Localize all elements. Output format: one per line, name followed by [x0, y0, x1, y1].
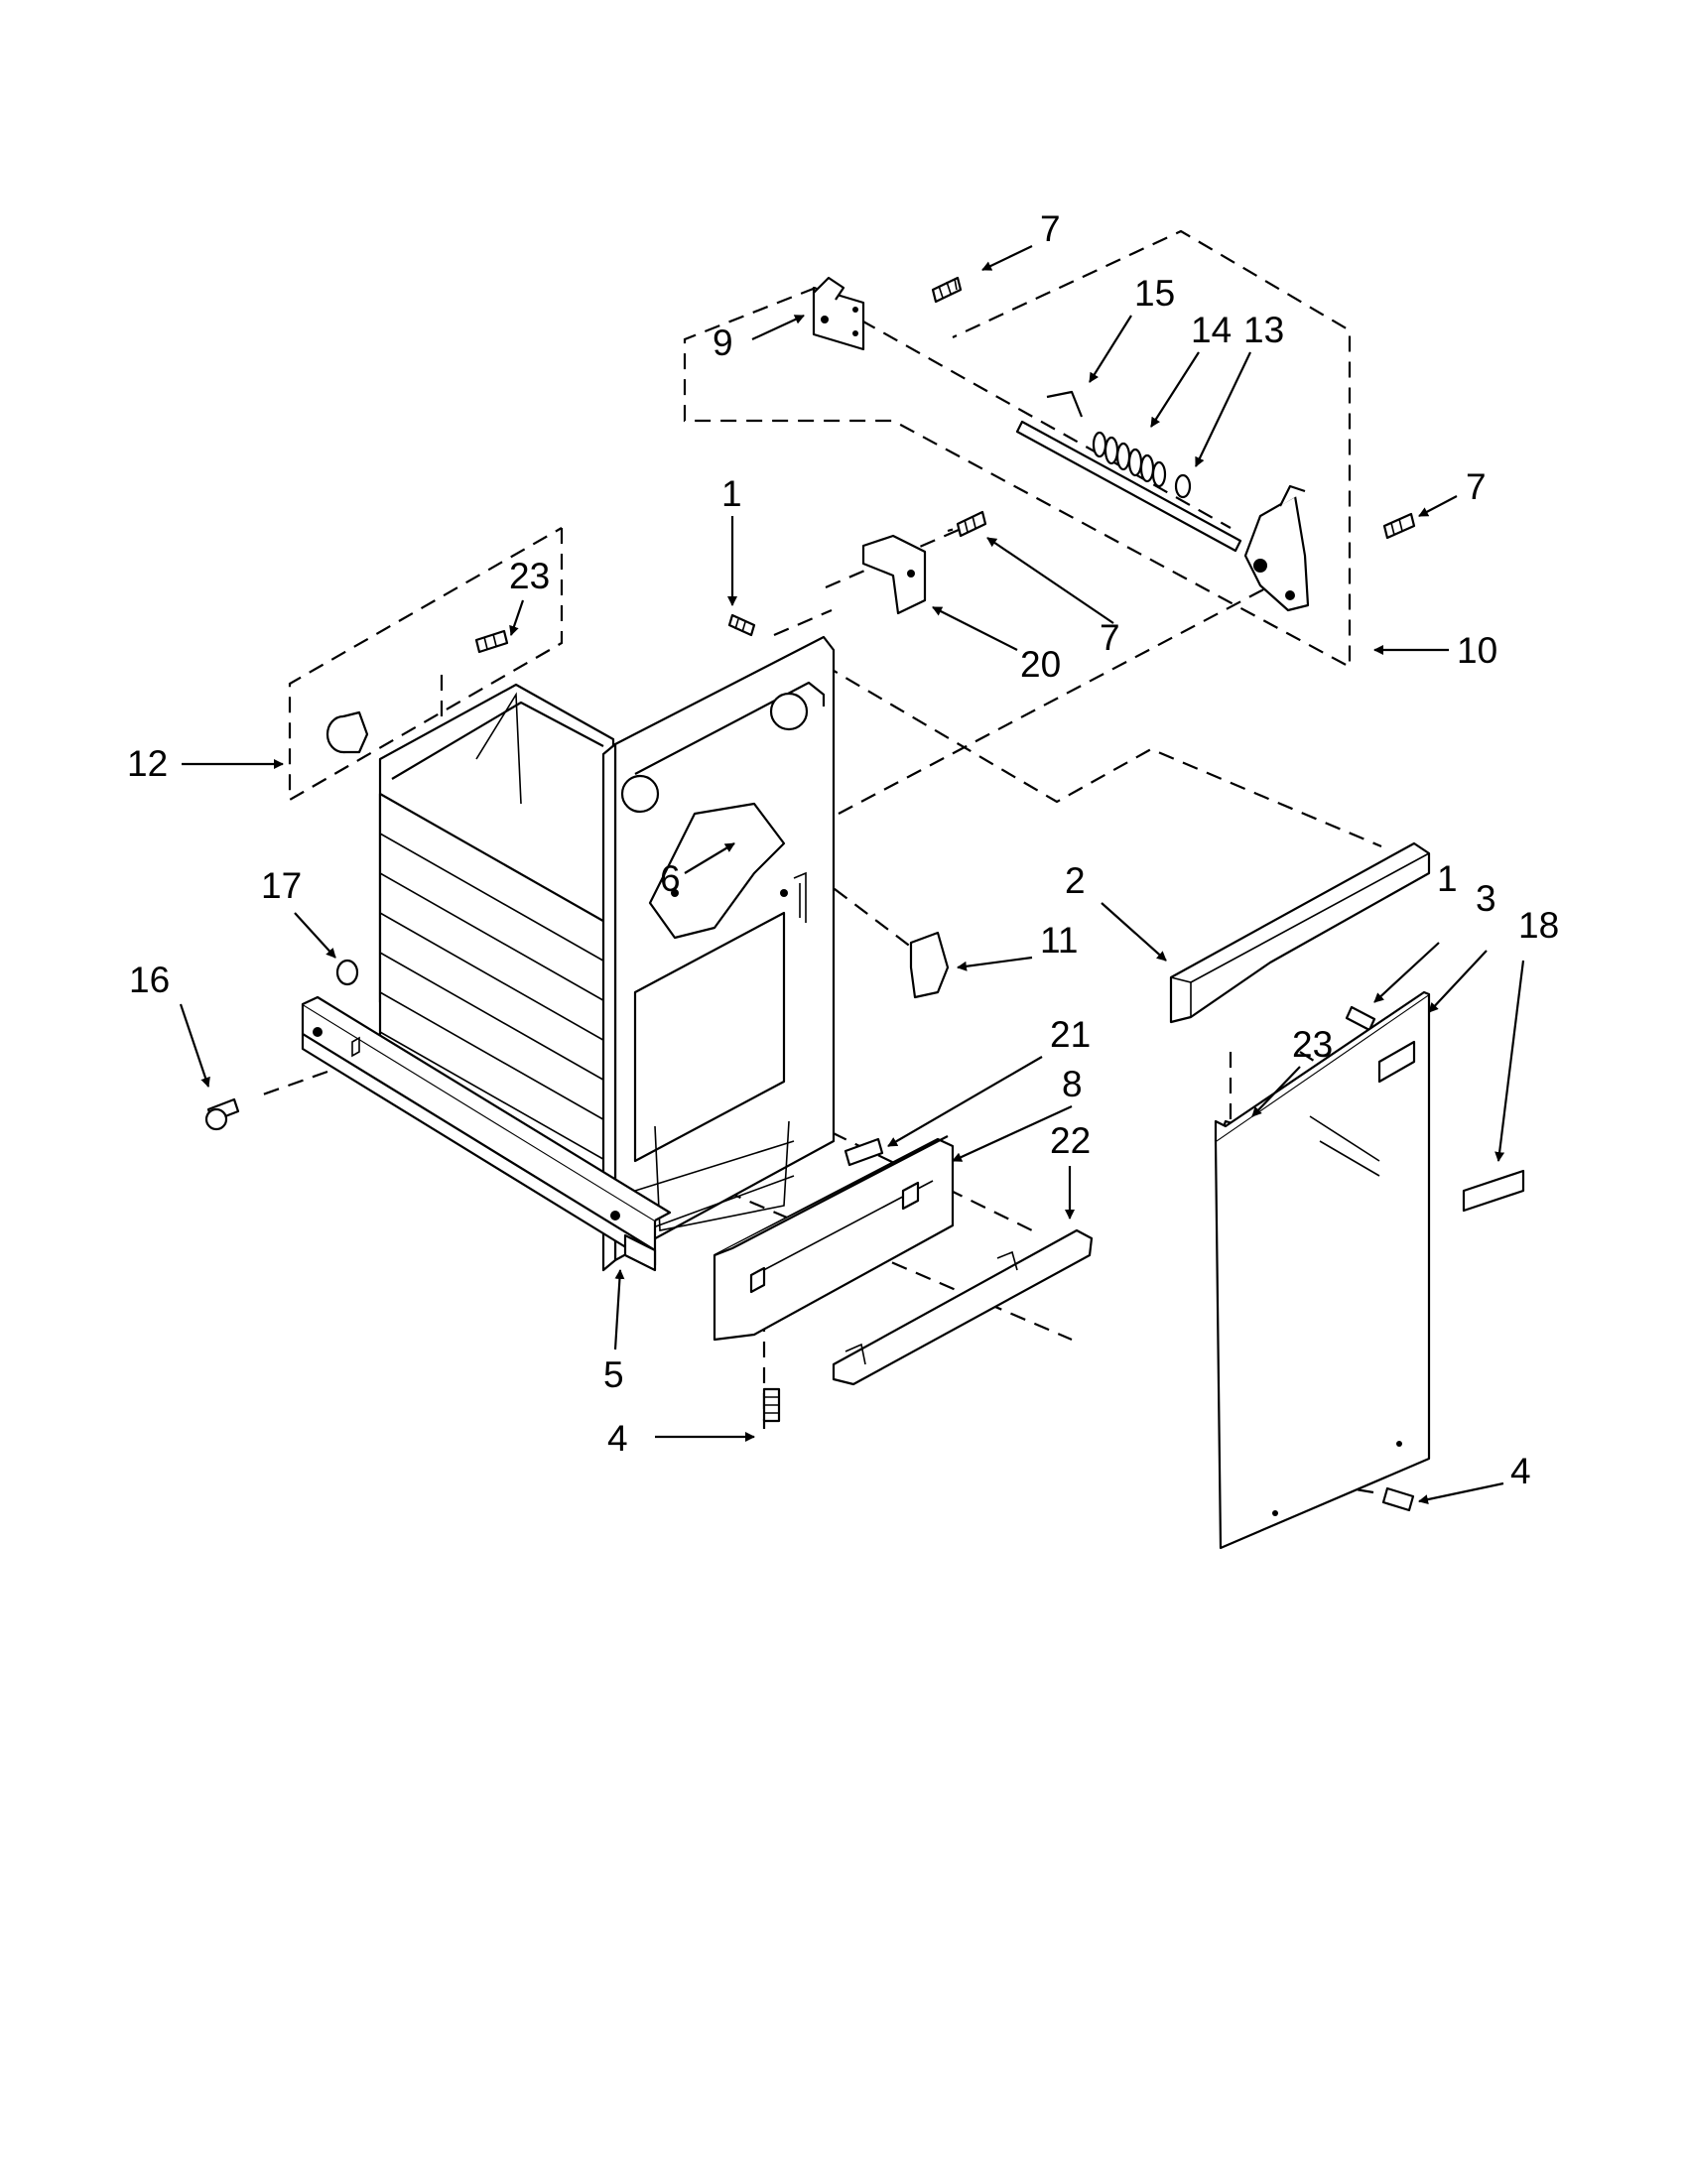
- callout-12: 12: [127, 743, 168, 784]
- callout-1: 1: [721, 473, 742, 514]
- callout-23: 23: [1292, 1024, 1333, 1065]
- screw-4-right: [1381, 1486, 1415, 1512]
- screw-23-left: [474, 629, 509, 654]
- screw-7-top: [931, 276, 963, 304]
- callout-8: 8: [1062, 1064, 1083, 1104]
- nameplate: [1462, 1169, 1525, 1213]
- hinge-rod: [1015, 390, 1242, 553]
- screw-7-right: [1382, 512, 1416, 540]
- screw-4-bottom: [762, 1387, 781, 1423]
- cabinet-frame: [378, 635, 836, 1272]
- callout-7: 7: [1100, 617, 1120, 658]
- callout-14: 14: [1191, 310, 1232, 350]
- callout-4: 4: [607, 1418, 628, 1459]
- hinge-assembly-group-outline: [683, 229, 1352, 669]
- callout-9: 9: [713, 322, 733, 363]
- hinge-plate: [1243, 484, 1310, 612]
- callout-18: 18: [1518, 905, 1559, 946]
- callout-5: 5: [603, 1354, 624, 1395]
- nut-17: [335, 959, 359, 986]
- knob-assembly-group-outline: [288, 527, 564, 802]
- toe-kick-bracket: [713, 1135, 955, 1342]
- callout-20: 20: [1020, 644, 1061, 685]
- callout-1: 1: [1437, 858, 1458, 899]
- hinge-bracket: [812, 276, 865, 351]
- callout-7: 7: [1466, 466, 1487, 507]
- callout-10: 10: [1457, 630, 1497, 671]
- callout-11: 11: [1040, 920, 1078, 961]
- callout-13: 13: [1243, 310, 1284, 350]
- callout-21: 21: [1050, 1014, 1091, 1055]
- callout-7: 7: [1040, 208, 1061, 249]
- callout-2: 2: [1065, 860, 1086, 901]
- callout-6: 6: [660, 858, 681, 899]
- screw-21: [844, 1137, 884, 1167]
- screw-7-middle: [956, 510, 987, 538]
- screw-16: [204, 1097, 240, 1131]
- bracket-20: [861, 534, 927, 615]
- callout-17: 17: [261, 865, 302, 906]
- callout-3: 3: [1476, 878, 1496, 919]
- screw-1-top: [727, 613, 756, 637]
- top-trim: [1169, 841, 1431, 1024]
- base-channel: [301, 995, 672, 1272]
- leader-arrows: [179, 245, 1525, 1505]
- callout-15: 15: [1134, 273, 1175, 314]
- clip-11: [909, 931, 950, 999]
- callout-23: 23: [509, 556, 550, 596]
- door-panel: [1214, 990, 1431, 1550]
- hinge-washer: [1174, 473, 1192, 499]
- screw-1-right: [1345, 1005, 1376, 1032]
- callout-22: 22: [1050, 1120, 1091, 1161]
- callout-4: 4: [1510, 1451, 1531, 1491]
- callout-16: 16: [129, 960, 170, 1000]
- callout-labels: 7 15 14 13 9 1 7 7 10 23 20 12 6 2 1 3 1…: [127, 208, 1559, 1491]
- knob: [325, 710, 369, 754]
- toe-kick-grille: [832, 1228, 1094, 1386]
- hinge-springs: [1092, 431, 1167, 488]
